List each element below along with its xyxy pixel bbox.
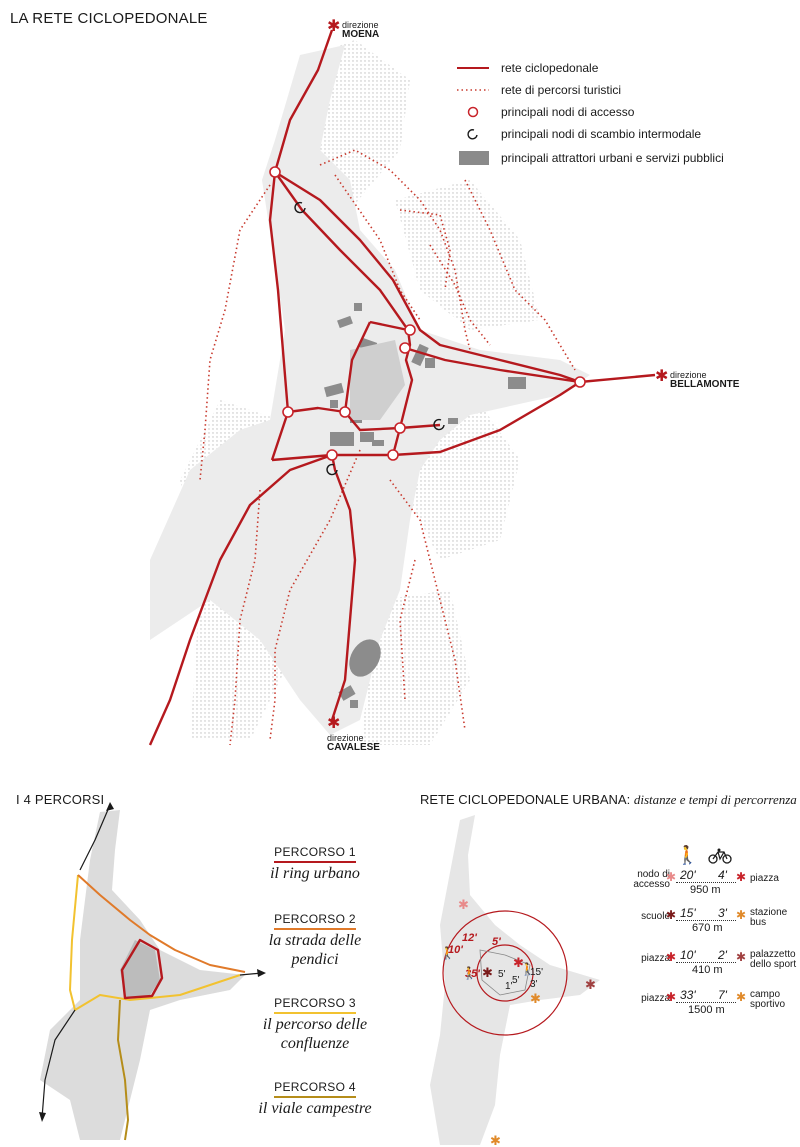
legend-item-attractors: principali attrattori urbani e servizi p…: [455, 148, 724, 168]
from-marker-icon: ✱: [666, 908, 677, 922]
to-marker-icon: ✱: [736, 870, 747, 884]
legend-item-access-nodes: principali nodi di accesso: [455, 102, 634, 122]
route-1-title: PERCORSO 1: [255, 845, 375, 863]
arrow-north-icon: [106, 802, 114, 811]
urban-area-shape: [430, 815, 600, 1145]
direction-star-icons: ✱ ✱ ✱: [327, 18, 668, 732]
route-3-description: il percorso delle confluenze: [262, 1016, 368, 1052]
map-time-label: 1': [505, 981, 513, 992]
row-4-to: campo sportivo: [750, 989, 786, 1010]
svg-text:✱: ✱: [585, 977, 596, 992]
map-time-label: 10': [448, 944, 463, 956]
urban-attractors: [324, 303, 526, 708]
row-4-walk-time: 33': [680, 988, 696, 1002]
walking-icon: 🚶: [520, 962, 535, 976]
row-3-to: palazzetto dello sport: [750, 949, 797, 970]
route-4-description: il viale campestre: [258, 1100, 372, 1117]
map-time-label: 5': [492, 936, 501, 948]
route-1-line: [120, 938, 164, 1000]
route-1-description: il ring urbano: [270, 865, 360, 882]
urban-distance-map: ✱ ✱ ✱ ✱ ✱ ✱ 10' 12' 5' 35' 5' 5' 15' 1' …: [430, 815, 600, 1147]
svg-text:✱: ✱: [327, 18, 340, 35]
walking-icon: 🚶: [676, 845, 699, 865]
svg-text:✱: ✱: [530, 991, 541, 1006]
svg-text:✱: ✱: [490, 1133, 501, 1147]
point-marker-icons: ✱ ✱ ✱ ✱ ✱ ✱: [458, 897, 596, 1147]
row-2-from: scuole: [641, 911, 670, 922]
route-4-title: PERCORSO 4: [255, 1080, 375, 1098]
row-4-distance: 1500 m: [688, 1004, 725, 1016]
row-1-from: nodo di accesso: [633, 869, 670, 890]
walking-icon: 🚶: [462, 966, 477, 980]
route-3-title: PERCORSO 3: [255, 996, 375, 1014]
from-marker-icon: ✱: [666, 870, 677, 884]
urban-panel-title: RETE CICLOPEDONALE URBANA: distanze e te…: [420, 792, 797, 807]
to-marker-icon: ✱: [736, 990, 747, 1004]
access-nodes: [269, 166, 586, 461]
row-4-from: piazza: [641, 993, 670, 1004]
inner-radius-circle: [476, 944, 534, 1002]
svg-text:✱: ✱: [513, 955, 524, 970]
from-marker-icon: ✱: [666, 990, 677, 1004]
map-time-label: 15': [530, 967, 543, 978]
row-1-to: piazza: [750, 873, 779, 884]
row-3-distance: 410 m: [692, 964, 723, 976]
legend-item-tourist-paths: rete di percorsi turistici: [457, 83, 622, 97]
route-2-description: la strada delle pendici: [268, 932, 362, 968]
svg-text:✱: ✱: [655, 368, 668, 385]
map-time-label: 12': [462, 932, 477, 944]
route-2-line: [77, 874, 246, 973]
routes-map: [39, 802, 266, 1141]
route-3-line: [69, 874, 241, 1011]
row-3-bike-time: 2': [718, 948, 727, 962]
tourist-paths: [199, 149, 576, 746]
row-4-bike-time: 7': [718, 988, 727, 1002]
to-marker-icon: ✱: [736, 908, 747, 922]
row-1-distance: 950 m: [690, 884, 721, 896]
row-1-bike-time: 4': [718, 868, 727, 882]
row-2-distance: 670 m: [692, 922, 723, 934]
map-time-label: 5': [512, 975, 520, 986]
arrow-south-icon: [39, 1112, 46, 1122]
map-time-label: 35': [465, 968, 480, 980]
map-time-label: 5': [498, 969, 506, 980]
bicycle-icon: [708, 848, 732, 864]
main-map-title: LA RETE CICLOPEDONALE: [10, 10, 208, 27]
routes-panel-title: I 4 PERCORSI: [16, 792, 105, 807]
svg-text:✱: ✱: [458, 897, 469, 912]
walking-icon: 🚶: [440, 946, 455, 960]
svg-text:✱: ✱: [482, 965, 493, 980]
from-marker-icon: ✱: [666, 950, 677, 964]
row-1-walk-time: 20': [680, 868, 696, 882]
walk-radius-circle: [442, 910, 568, 1036]
row-2-bike-time: 3': [718, 906, 727, 920]
svg-text:✱: ✱: [327, 715, 340, 732]
to-marker-icon: ✱: [736, 950, 747, 964]
map-time-label: 3': [530, 979, 538, 990]
route-black-line: [41, 804, 111, 1119]
legend-item-network: rete ciclopedonale: [457, 61, 599, 75]
interchange-nodes: [294, 201, 445, 476]
route-4-line: [117, 999, 129, 1141]
legend-item-interchange-nodes: principali nodi di scambio intermodale: [455, 124, 701, 144]
row-3-from: piazza: [641, 953, 670, 964]
arrow-east-icon: [257, 969, 266, 977]
main-map: ✱ ✱ ✱: [148, 18, 668, 746]
route-2-title: PERCORSO 2: [255, 912, 375, 930]
row-2-to: stazione bus: [750, 907, 788, 928]
row-3-walk-time: 10': [680, 948, 696, 962]
row-2-walk-time: 15': [680, 906, 696, 920]
